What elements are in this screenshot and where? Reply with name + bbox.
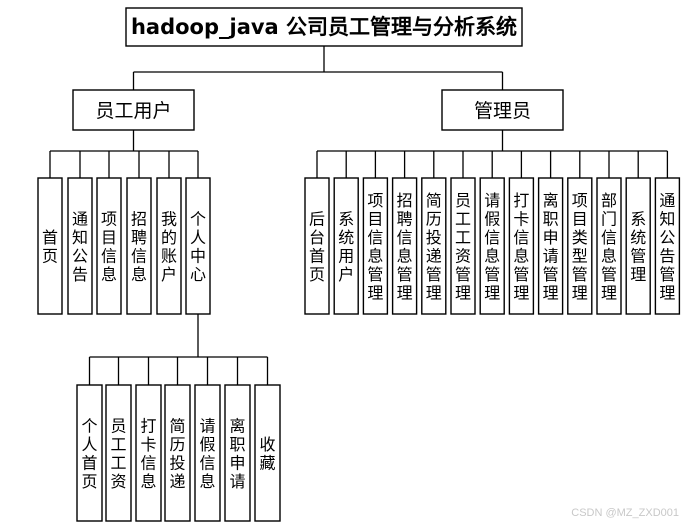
admin-menu-label: 招聘信息管理 [397, 191, 413, 303]
admin-menu-label: 后台首页 [309, 209, 325, 284]
admin-menu-node-11: 系统管理 [625, 177, 651, 315]
root-box [125, 7, 523, 47]
employee-menu-node-1: 通知公告 [67, 177, 93, 315]
employee-menu-label: 我的账户 [161, 209, 177, 284]
personal-center-menu-node-6: 收藏 [254, 384, 281, 522]
employee-menu-label: 项目信息 [101, 209, 117, 284]
employee-menu-label: 招聘信息 [131, 209, 147, 284]
role-label-employee: 员工用户 [95, 100, 171, 122]
admin-menu-label: 系统管理 [630, 209, 646, 284]
leaf-nodes: 首页通知公告项目信息招聘信息我的账户个人中心个人首页员工工资打卡信息简历投递请假… [37, 177, 681, 522]
admin-menu-box [625, 177, 651, 315]
personal-center-menu-label: 请假信息 [199, 416, 215, 491]
admin-menu-node-4: 简历投递管理 [421, 177, 447, 315]
connector-lines [49, 46, 669, 385]
admin-menu-node-1: 系统用户 [333, 177, 359, 315]
admin-menu-node-9: 项目类型管理 [567, 177, 593, 315]
admin-menu-box [508, 177, 535, 315]
personal-center-menu-box [254, 384, 281, 522]
employee-menu-label: 首页 [42, 228, 58, 266]
admin-menu-label: 系统用户 [338, 209, 354, 284]
admin-menu-node-0: 后台首页 [304, 177, 330, 315]
employee-menu-node-2: 项目信息 [96, 177, 122, 315]
personal-center-menu-box [135, 384, 162, 522]
employee-menu-node-5: 个人中心 [185, 177, 211, 315]
personal-center-menu-box [194, 384, 221, 522]
admin-menu-box [304, 177, 330, 315]
admin-menu-node-10: 部门信息管理 [596, 177, 622, 315]
admin-menu-label: 项目信息管理 [367, 191, 383, 303]
admin-menu-node-5: 员工工资管理 [450, 177, 476, 315]
personal-center-menu-label: 打卡信息 [140, 416, 156, 491]
role-label-admin: 管理员 [474, 100, 531, 122]
role-node-admin: 管理员 [441, 89, 564, 131]
admin-menu-node-8: 离职申请管理 [537, 177, 564, 315]
personal-center-menu-box [164, 384, 191, 522]
admin-menu-label: 简历投递管理 [426, 191, 442, 303]
admin-menu-box [362, 177, 389, 315]
employee-menu-box [67, 177, 93, 315]
employee-menu-label: 通知公告 [72, 209, 88, 284]
personal-center-menu-label: 收藏 [259, 435, 275, 473]
personal-center-menu-node-4: 请假信息 [194, 384, 221, 522]
admin-menu-label: 请假信息管理 [484, 191, 500, 303]
admin-menu-box [654, 177, 681, 315]
admin-menu-box [391, 177, 418, 315]
role-box-employee [72, 89, 195, 131]
personal-center-menu-label: 个人首页 [81, 416, 97, 491]
personal-center-menu-box [76, 384, 103, 522]
admin-menu-label: 通知公告管理 [659, 191, 675, 303]
admin-menu-label: 打卡信息管理 [513, 191, 529, 303]
admin-menu-node-7: 打卡信息管理 [508, 177, 535, 315]
admin-menu-box [537, 177, 564, 315]
employee-menu-box [185, 177, 211, 315]
employee-menu-box [96, 177, 122, 315]
personal-center-menu-node-2: 打卡信息 [135, 384, 162, 522]
employee-menu-box [126, 177, 152, 315]
personal-center-menu-node-3: 简历投递 [164, 384, 191, 522]
employee-menu-node-4: 我的账户 [156, 177, 182, 315]
admin-menu-box [333, 177, 359, 315]
employee-menu-box [156, 177, 182, 315]
employee-menu-node-0: 首页 [37, 177, 63, 315]
personal-center-menu-label: 员工工资 [110, 416, 126, 491]
admin-menu-label: 项目类型管理 [572, 191, 588, 303]
admin-menu-box [479, 177, 505, 315]
employee-menu-node-3: 招聘信息 [126, 177, 152, 315]
system-title: hadoop_java 公司员工管理与分析系统 [131, 15, 517, 39]
role-node-employee: 员工用户 [72, 89, 195, 131]
root-node: hadoop_java 公司员工管理与分析系统 [125, 7, 523, 47]
employee-menu-label: 个人中心 [190, 209, 206, 284]
admin-menu-label: 部门信息管理 [601, 191, 617, 303]
admin-menu-box [450, 177, 476, 315]
admin-menu-label: 离职申请管理 [543, 191, 559, 303]
personal-center-menu-box [105, 384, 132, 522]
admin-menu-label: 员工工资管理 [455, 191, 471, 303]
admin-menu-box [567, 177, 593, 315]
admin-menu-node-12: 通知公告管理 [654, 177, 681, 315]
employee-menu-box [37, 177, 63, 315]
personal-center-menu-label: 简历投递 [169, 416, 185, 491]
admin-menu-box [596, 177, 622, 315]
personal-center-menu-node-0: 个人首页 [76, 384, 103, 522]
watermark-text: CSDN @MZ_ZXD001 [571, 507, 679, 519]
admin-menu-node-2: 项目信息管理 [362, 177, 389, 315]
role-box-admin [441, 89, 564, 131]
personal-center-menu-box [224, 384, 251, 522]
admin-menu-node-6: 请假信息管理 [479, 177, 505, 315]
personal-center-menu-node-5: 离职申请 [224, 384, 251, 522]
admin-menu-box [421, 177, 447, 315]
personal-center-menu-label: 离职申请 [229, 416, 245, 491]
personal-center-menu-node-1: 员工工资 [105, 384, 132, 522]
admin-menu-node-3: 招聘信息管理 [391, 177, 418, 315]
